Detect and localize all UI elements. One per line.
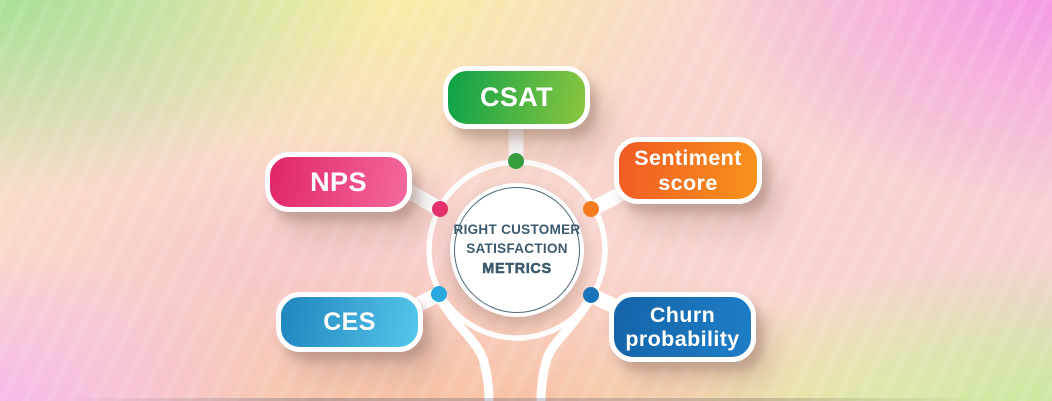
node-churn-label-line1: Churn — [649, 302, 716, 327]
node-churn-probability: Churn probability — [609, 292, 756, 362]
hub-title-line1: RIGHT CUSTOMER — [453, 222, 581, 238]
node-sentiment-label-line2: score — [658, 170, 718, 195]
node-csat-label: CSAT — [479, 82, 554, 113]
bottom-left-curve — [435, 294, 494, 401]
cropped-bottom-edge — [0, 398, 1052, 401]
node-ces-label: CES — [323, 308, 376, 336]
csat-dot — [508, 153, 524, 169]
nps-dot — [432, 201, 448, 217]
hub-title-line2: SATISFACTION — [466, 240, 568, 256]
node-sentiment-label-line1: Sentiment — [634, 146, 742, 171]
node-nps-label: NPS — [310, 166, 367, 197]
ces-dot — [431, 286, 447, 302]
node-ces: CES — [276, 292, 423, 352]
churn-dot — [583, 287, 599, 303]
hub-circle: RIGHT CUSTOMER SATISFACTION METRICS — [450, 183, 584, 317]
node-nps: NPS — [265, 152, 412, 212]
node-sentiment-score: Sentiment score — [614, 137, 762, 204]
hub-title: RIGHT CUSTOMER SATISFACTION METRICS — [454, 222, 581, 278]
sentiment-dot — [583, 201, 599, 217]
hub-title-line3: METRICS — [482, 260, 552, 278]
node-csat: CSAT — [443, 66, 590, 129]
node-churn-label-line2: probability — [625, 327, 740, 351]
bottom-right-curve — [536, 294, 595, 401]
